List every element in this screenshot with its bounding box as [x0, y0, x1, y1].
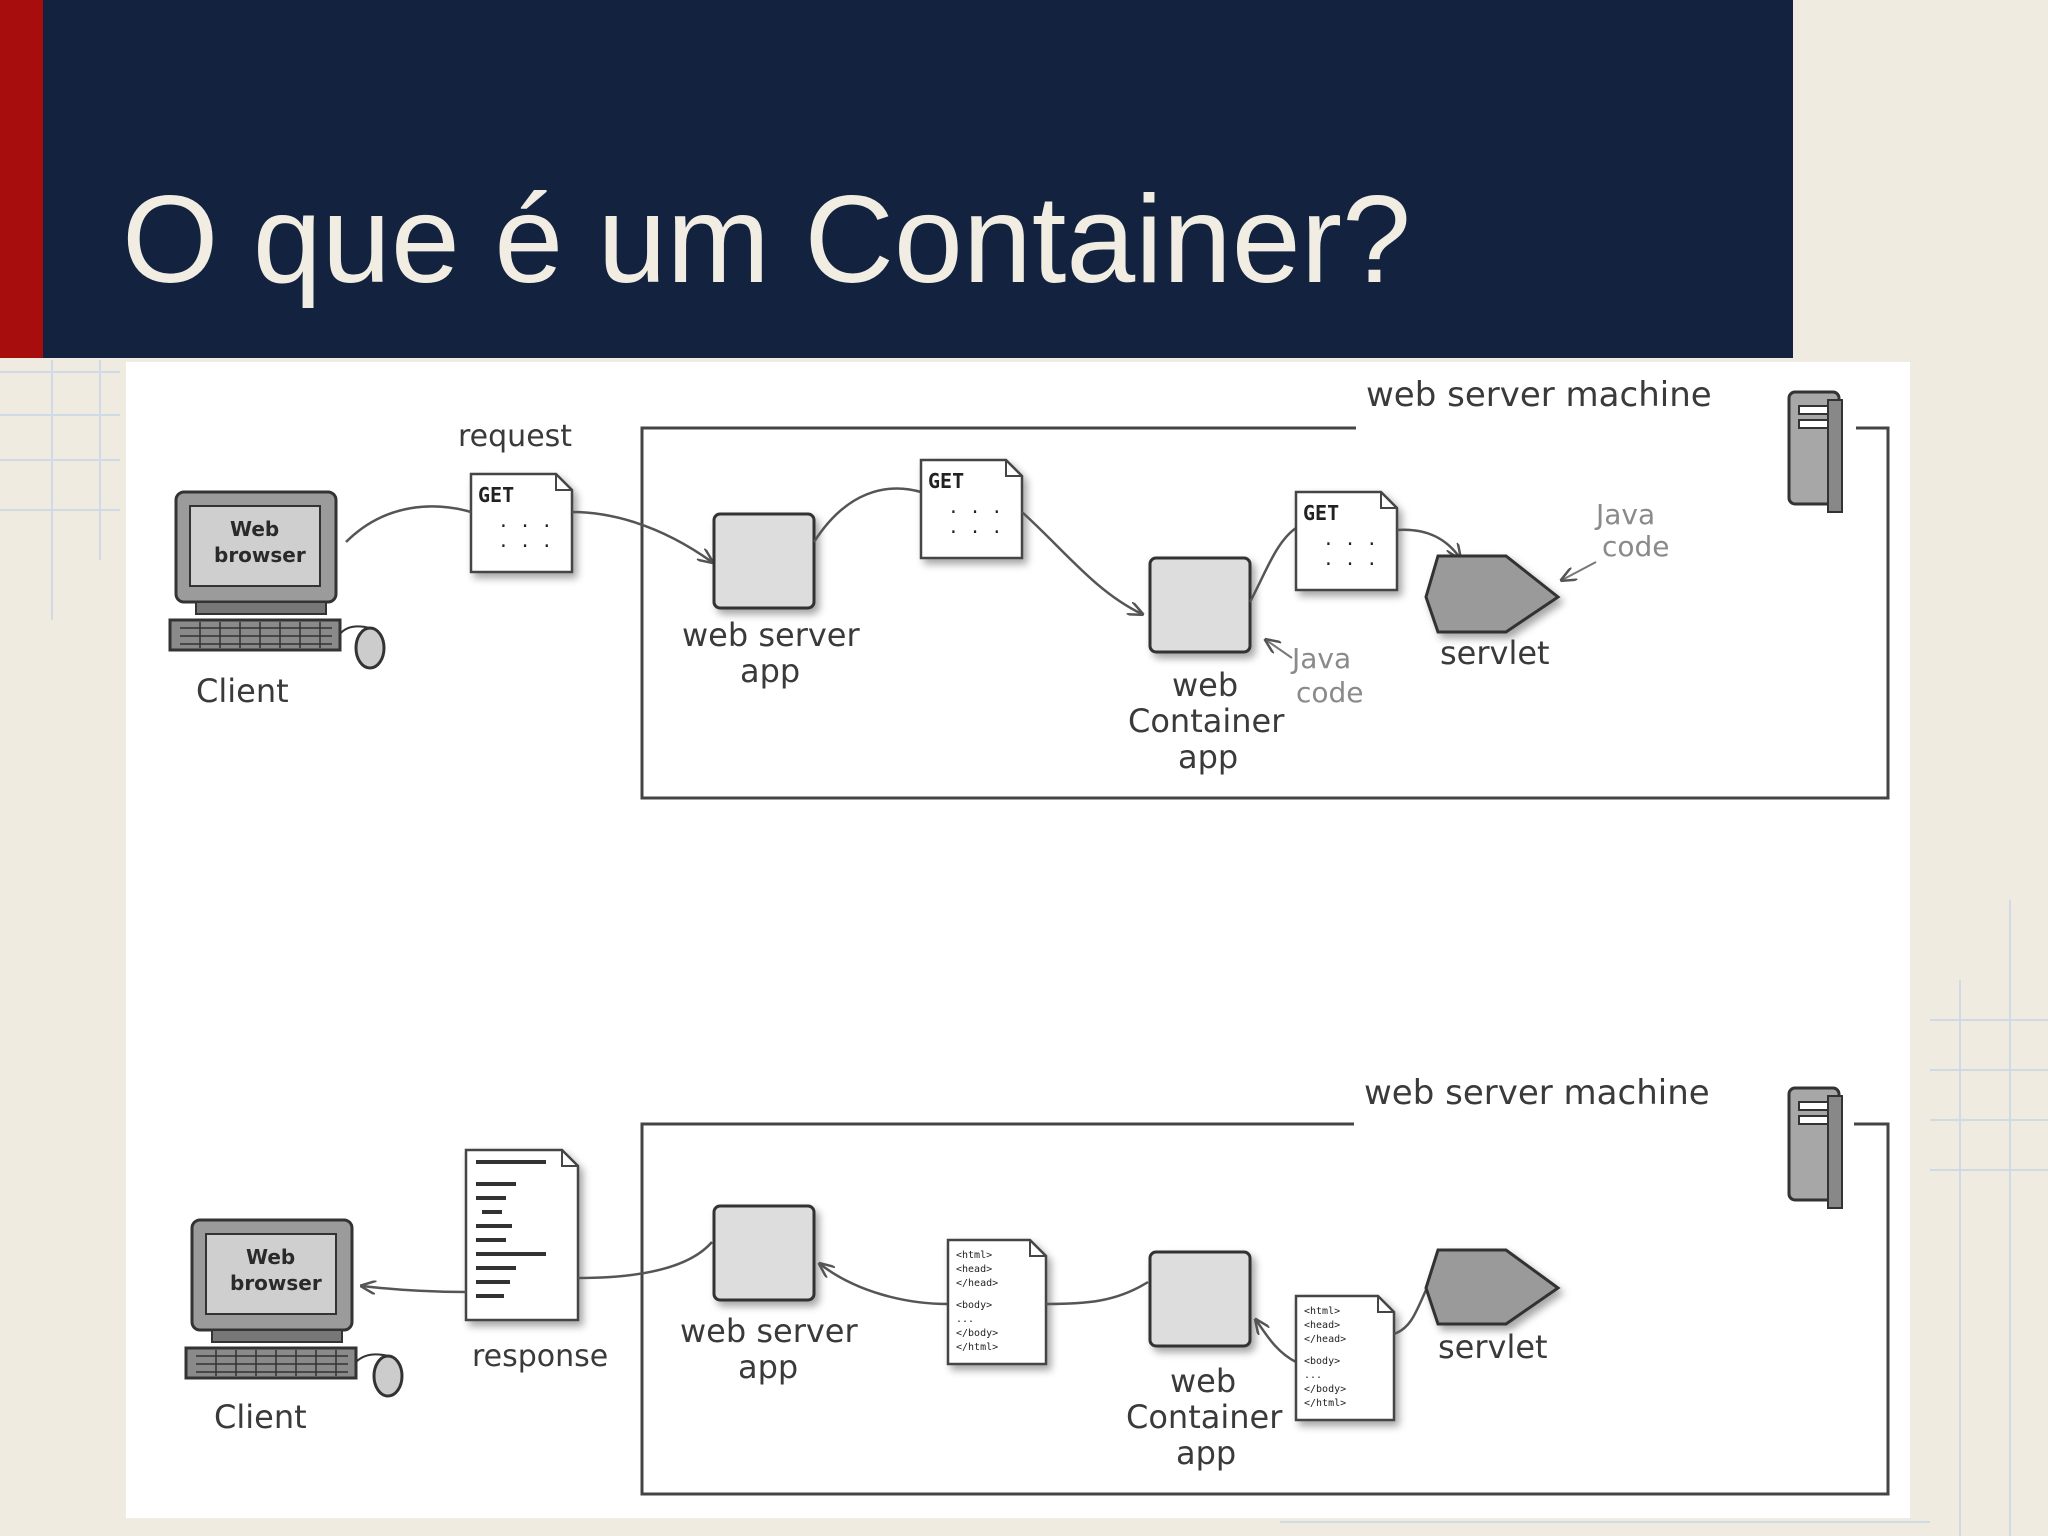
client-computer-icon-response — [184, 1218, 404, 1398]
svg-text:<html>: <html> — [956, 1250, 992, 1261]
svg-text:</body>: </body> — [956, 1328, 998, 1339]
svg-text:· · ·: · · · — [498, 536, 552, 557]
web-container-label-3: app — [1178, 738, 1238, 776]
html-document-servlet-lines: <html> <head> </head> <body> ... </body>… — [1304, 1306, 1346, 1409]
svg-text:...: ... — [1304, 1370, 1322, 1381]
client-screen-label-web: Web — [230, 517, 279, 541]
svg-text:<body>: <body> — [956, 1300, 992, 1311]
web-server-app-label-2: app — [740, 652, 800, 690]
svg-text:</head>: </head> — [956, 1278, 998, 1289]
request-flow: web server machine Web browser Client — [168, 375, 1890, 800]
web-server-app-label-1: web server — [682, 616, 860, 654]
web-container-app-box — [1148, 556, 1252, 654]
servlet-label-response: servlet — [1438, 1328, 1548, 1366]
get-doc-label-1: GET — [478, 483, 514, 507]
web-server-machine-box-response — [640, 1122, 1890, 1496]
svg-text:<body>: <body> — [1304, 1356, 1340, 1367]
client-computer-icon — [168, 490, 386, 670]
servlet-container-figure: web server machine Web browser Client — [126, 362, 1910, 1518]
svg-text:</html>: </html> — [956, 1342, 998, 1353]
client-screen-label-browser: browser — [214, 543, 306, 567]
response-label: response — [472, 1339, 608, 1374]
web-container-label-2-response: Container — [1126, 1398, 1283, 1436]
request-label: request — [458, 419, 572, 454]
get-forward-document — [919, 458, 1024, 560]
svg-text:· · ·: · · · — [1323, 534, 1377, 555]
svg-text:</body>: </body> — [1304, 1384, 1346, 1395]
svg-text:<html>: <html> — [1304, 1306, 1340, 1317]
svg-text:<head>: <head> — [956, 1264, 992, 1275]
web-server-app-box-response — [712, 1204, 816, 1302]
web-server-app-box — [712, 512, 816, 610]
title-bar — [0, 0, 1793, 358]
svg-text:· · ·: · · · — [948, 522, 1002, 543]
web-server-machine-box — [640, 426, 1890, 800]
web-container-app-box-response — [1148, 1250, 1252, 1348]
web-container-label-1-response: web — [1170, 1362, 1236, 1400]
java-code-label-b-1: Java — [1594, 498, 1655, 531]
slide-title: O que é um Container? — [122, 171, 1411, 309]
svg-text:...: ... — [956, 1314, 974, 1325]
java-code-label-a-1: Java — [1290, 642, 1351, 675]
html-document-servlet — [1294, 1294, 1396, 1422]
svg-text:· · ·: · · · — [498, 516, 552, 537]
html-document-middle-lines: <html> <head> </head> <body> ... </body>… — [956, 1250, 998, 1353]
java-code-label-b-2: code — [1602, 530, 1670, 563]
html-document-middle — [946, 1238, 1048, 1366]
response-flow: web server machine Web browser Client — [184, 1073, 1890, 1496]
web-server-app-label-1-response: web server — [680, 1312, 858, 1350]
svg-text:</head>: </head> — [1304, 1334, 1346, 1345]
server-tower-icon — [1787, 390, 1843, 513]
svg-text:· · ·: · · · — [1323, 554, 1377, 575]
web-server-app-label-2-response: app — [738, 1348, 798, 1386]
servlet-label: servlet — [1440, 634, 1550, 672]
client-label: Client — [196, 672, 289, 710]
response-document — [464, 1148, 580, 1322]
web-container-label-2: Container — [1128, 702, 1285, 740]
web-server-machine-label-response: web server machine — [1364, 1073, 1710, 1113]
server-tower-icon-response — [1787, 1086, 1843, 1209]
web-container-label-1: web — [1172, 666, 1238, 704]
java-code-label-a-2: code — [1296, 676, 1364, 709]
client-label-response: Client — [214, 1398, 307, 1436]
servlet-shape — [1424, 554, 1561, 634]
client-screen-label-browser-response: browser — [230, 1271, 322, 1295]
get-doc-label-2: GET — [928, 469, 964, 493]
svg-text:<head>: <head> — [1304, 1320, 1340, 1331]
client-screen-label-web-response: Web — [246, 1245, 295, 1269]
servlet-shape-response — [1424, 1248, 1561, 1326]
get-servlet-document — [1294, 490, 1399, 592]
svg-text:· · ·: · · · — [948, 502, 1002, 523]
web-container-label-3-response: app — [1176, 1434, 1236, 1472]
title-accent-strip — [0, 0, 43, 358]
get-doc-label-3: GET — [1303, 501, 1339, 525]
get-request-document — [469, 472, 574, 574]
web-server-machine-label: web server machine — [1366, 375, 1712, 415]
svg-text:</html>: </html> — [1304, 1398, 1346, 1409]
